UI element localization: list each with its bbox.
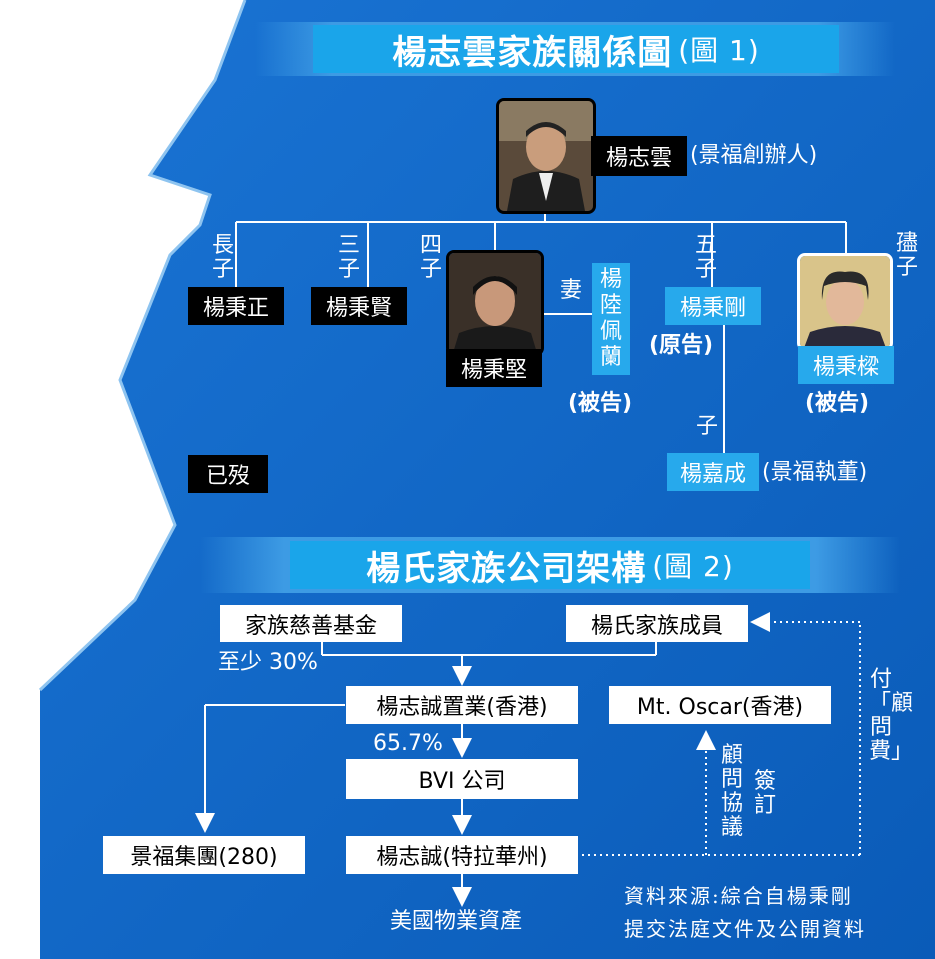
box-bvi: BVI 公司 <box>346 759 578 799</box>
sign-label-a: 顧問協議 <box>720 744 744 840</box>
pct-bvi: 65.7% <box>373 733 443 755</box>
source-line1: 資料來源:綜合自楊秉剛 <box>624 880 853 909</box>
fee-label: 付「顧問費」 <box>869 668 893 764</box>
box-mt-oscar: Mt. Oscar(香港) <box>609 686 831 724</box>
box-group: 景福集團(280) <box>103 836 305 874</box>
us-assets: 美國物業資產 <box>390 911 522 933</box>
sign-label-b: 簽訂 <box>753 770 777 818</box>
box-charity: 家族慈善基金 <box>220 605 402 642</box>
pct-charity: 至少 30% <box>218 652 318 674</box>
box-trust: 楊志誠(特拉華州) <box>346 836 578 874</box>
source-line2: 提交法庭文件及公開資料 <box>624 913 866 942</box>
box-members: 楊氏家族成員 <box>566 605 748 642</box>
box-property-hk: 楊志誠置業(香港) <box>346 686 578 724</box>
